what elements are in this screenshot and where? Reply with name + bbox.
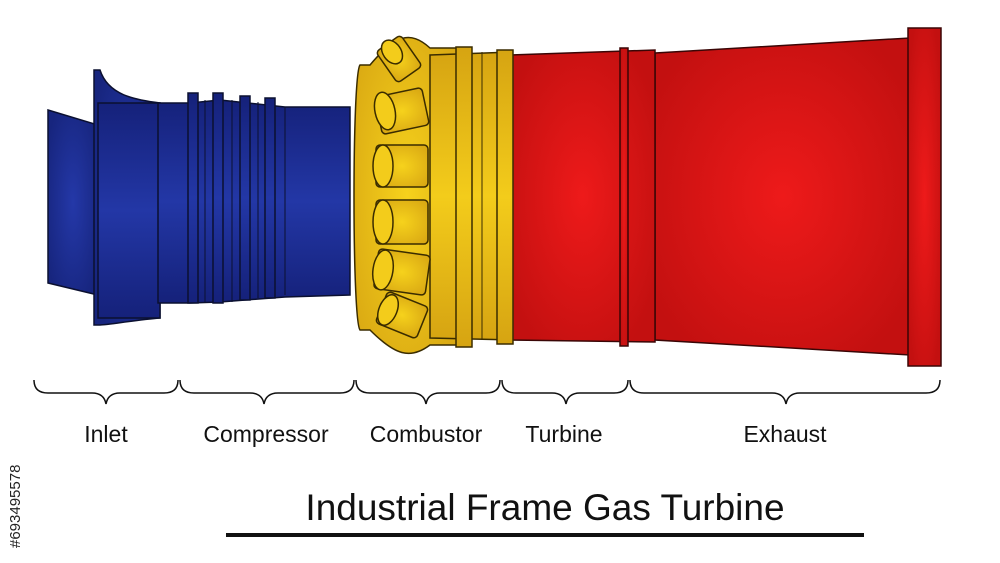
label-inlet: Inlet [84,421,128,447]
brace-turbine [501,379,629,405]
inlet-section [47,69,161,326]
compressor-ring-1 [187,92,199,304]
exhaust-duct [654,37,911,356]
inlet-bell [47,108,99,296]
compressor-ring-2 [212,92,224,304]
label-exhaust: Exhaust [743,421,827,447]
label-combustor: Combustor [370,421,483,447]
combustor-can-1 [376,35,422,83]
brace-inlet [33,379,179,405]
compressor-casing [157,99,351,304]
combustor-can-3 [372,144,429,188]
title-underline [226,533,864,537]
section-braces [33,379,941,405]
brace-compressor [179,379,355,405]
compressor-section [157,92,351,304]
brace-exhaust [629,379,941,405]
turbine-casing [509,49,656,343]
combustor-section [353,35,514,355]
inlet-casing [97,102,161,319]
compressor-ring-4 [264,97,276,299]
exhaust-flange [907,27,942,367]
turbine-section [509,47,656,347]
combustor-ring-1 [455,46,473,348]
compressor-ring-3 [239,95,251,301]
turbine-ring [619,47,629,347]
diagram-title: Industrial Frame Gas Turbine [305,487,784,528]
combustor-can-4 [372,199,429,245]
combustor-can-5 [371,248,431,296]
watermark-stock-id: #693495578 [7,465,24,548]
combustor-can-2 [373,87,430,135]
brace-combustor [355,379,501,405]
combustor-can-6 [375,291,429,339]
combustor-ring-2 [496,49,514,345]
exhaust-section [654,27,942,367]
label-compressor: Compressor [203,421,329,447]
label-turbine: Turbine [525,421,602,447]
